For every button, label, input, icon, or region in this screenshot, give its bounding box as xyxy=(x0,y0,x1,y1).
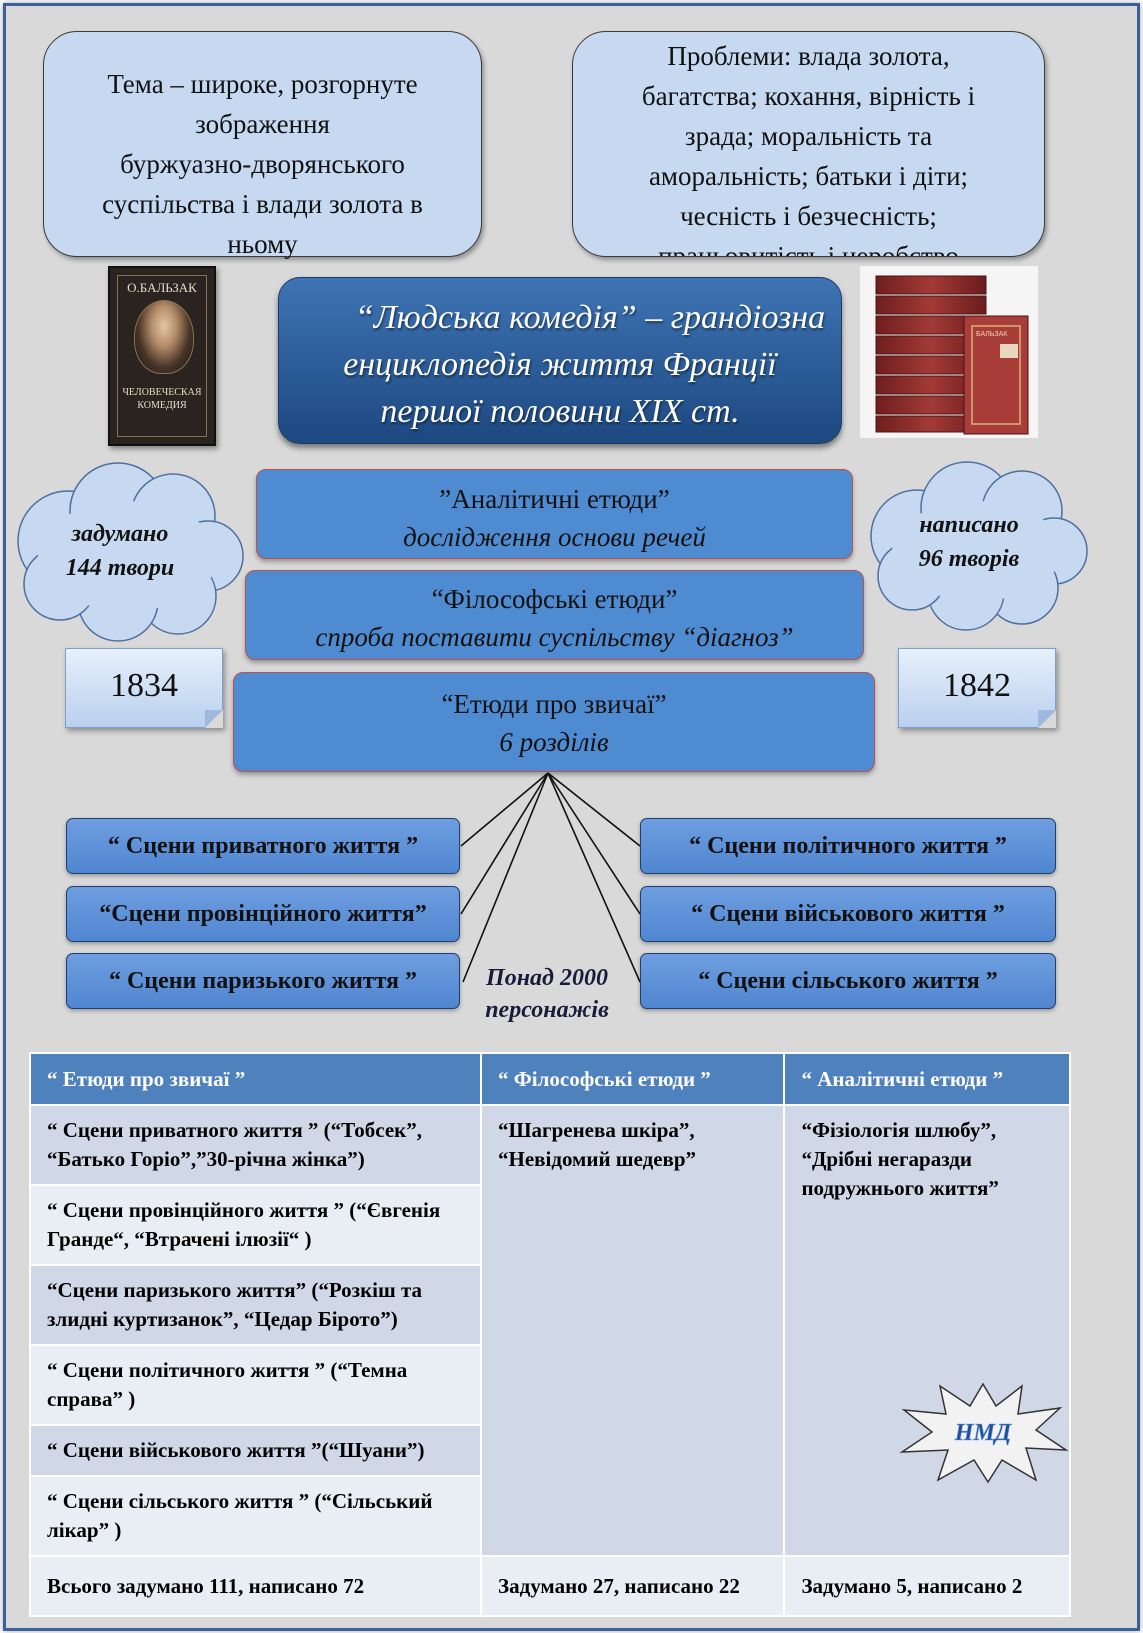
scene-label: “ Сцени політичного життя ” xyxy=(689,832,1007,859)
cloud-right-line1: написано xyxy=(919,512,1019,538)
book-title-line: КОМЕДИЯ xyxy=(137,400,187,411)
scene-label: “ Сцени військового життя ” xyxy=(691,900,1005,927)
table-cell: “ Сцени військового життя ”(“Шуани”) xyxy=(29,1424,482,1477)
table-header-row: “ Етюди про звичаї ” “ Філософські етюди… xyxy=(29,1052,1071,1106)
table-row: “ Сцени політичного життя ” (“Темна спра… xyxy=(29,1344,1070,1426)
book-cover-frame xyxy=(117,275,207,437)
table-header: “ Філософські етюди ” xyxy=(479,1052,786,1106)
table-header: “ Аналітичні етюди ” xyxy=(783,1052,1071,1106)
etude-analytic-name: ”Аналітичні етюди” xyxy=(439,484,670,514)
year-start-card: 1834 xyxy=(65,648,223,728)
book-author: О.БАЛЬЗАК xyxy=(127,280,197,295)
table-cell: “ Сцени політичного життя ” (“Темна спра… xyxy=(29,1344,482,1426)
year-start: 1834 xyxy=(110,667,178,704)
main-title-line: “Людська комедія” – грандіозна xyxy=(354,299,826,336)
problems-line: працьовитість і неробство xyxy=(658,241,959,257)
table-totals-row: Всього задумано 111, написано 72 Задуман… xyxy=(29,1555,1071,1617)
year-end: 1842 xyxy=(943,667,1011,704)
table-row: “ Сцени приватного життя ” (“Тобсек”, “Б… xyxy=(29,1104,1071,1557)
characters-line1: Понад 2000 xyxy=(486,965,608,991)
book-title-line: ЧЕЛОВЕЧЕСКАЯ xyxy=(122,387,202,398)
table-header: “ Етюди про звичаї ” xyxy=(29,1052,482,1106)
theme-line: суспільства і влади золота в xyxy=(102,189,423,219)
cloud-left-line1: задумано xyxy=(71,521,169,547)
front-book xyxy=(963,315,1029,435)
book-title: ЧЕЛОВЕЧЕСКАЯ КОМЕДИЯ xyxy=(110,386,214,412)
scene-label: “ Сцени сільського життя ” xyxy=(698,967,998,994)
main-title-box: “Людська комедія” – грандіозна енциклопе… xyxy=(278,277,842,444)
problems-bubble: Проблеми: влада золота, багатства; кохан… xyxy=(572,31,1045,257)
problems-line: чесність і безчесність; xyxy=(680,201,937,231)
etude-analytic: ”Аналітичні етюди” дослідження основи ре… xyxy=(256,469,853,559)
problems-line: зрада; моральність та xyxy=(684,121,933,151)
nmd-badge: НМД xyxy=(899,1382,1068,1484)
table-row: “ Сцени військового життя ”(“Шуани”) xyxy=(29,1424,1070,1477)
scene-label: “ Сцени паризького життя ” xyxy=(108,967,418,994)
theme-line: ньому xyxy=(227,229,298,259)
problems-line: багатства; кохання, вірність і xyxy=(641,81,976,111)
totals-cell: Всього задумано 111, написано 72 xyxy=(29,1555,482,1617)
characters-line2: персонажів xyxy=(485,997,609,1023)
scene-private: “ Сцени приватного життя ” xyxy=(66,818,460,874)
table-cell: “Сцени паризького життя” (“Розкіш та зли… xyxy=(29,1264,482,1346)
books-stack-image: БАЛЬЗАК xyxy=(860,266,1038,438)
page-fold xyxy=(205,710,223,728)
cloud-right xyxy=(870,461,1088,631)
problems-line: Проблеми: влада золота, xyxy=(667,41,950,71)
scene-parisian: “ Сцени паризького життя ” xyxy=(66,953,460,1009)
table-row: “Сцени паризького життя” (“Розкіш та зли… xyxy=(29,1264,1070,1346)
scene-political: “ Сцени політичного життя ” xyxy=(640,818,1056,874)
year-end-card: 1842 xyxy=(898,648,1056,728)
theme-bubble: Тема – широке, розгорнуте зображення бур… xyxy=(43,31,482,259)
philosophic-works-cell: “Шагренева шкіра”, “Невідомий шедевр” xyxy=(479,1104,786,1557)
etude-manners-desc: 6 розділів xyxy=(499,727,609,757)
book-spine-label: БАЛЬЗАК xyxy=(976,331,1008,338)
etude-philosophic-name: “Філософські етюди” xyxy=(431,584,678,614)
scene-military: “ Сцени військового життя ” xyxy=(640,886,1056,942)
theme-line: зображення xyxy=(195,109,330,139)
theme-line: буржуазно-дворянського xyxy=(120,149,405,179)
works-table: “ Етюди про звичаї ” “ Філософські етюди… xyxy=(29,1052,1071,1617)
main-title-line: першої половини ХІХ ст. xyxy=(380,393,740,430)
etude-analytic-desc: дослідження основи речей xyxy=(403,522,706,552)
problems-line: аморальність; батьки і діти; xyxy=(648,161,969,191)
table-cell: “ Сцени приватного життя ” (“Тобсек”, “Б… xyxy=(29,1104,482,1186)
characters-count: Понад 2000 персонажів xyxy=(462,962,632,1026)
book-portrait xyxy=(134,300,194,374)
etude-philosophic-desc: спроба поставити суспільству “діагноз” xyxy=(315,622,794,652)
book-spines xyxy=(875,275,987,433)
theme-line: Тема – широке, розгорнуте xyxy=(107,69,418,99)
page-fold xyxy=(1038,710,1056,728)
table-cell: “ Сцени сільського життя ” (“Сільський л… xyxy=(29,1475,482,1557)
badge-label: НМД xyxy=(954,1420,1013,1446)
cloud-left xyxy=(17,462,244,642)
cloud-right-text: написано 96 творів xyxy=(880,508,1058,576)
book-cover-image: О.БАЛЬЗАК ЧЕЛОВЕЧЕСКАЯ КОМЕДИЯ xyxy=(108,266,216,446)
table-row: “ Сцени провінційного життя ” (“Євгенія … xyxy=(29,1184,1070,1266)
cloud-right-line2: 96 творів xyxy=(918,546,1020,572)
etude-manners-name: “Етюди про звичаї” xyxy=(441,689,667,719)
totals-cell: Задумано 27, написано 22 xyxy=(479,1555,786,1617)
etude-manners: “Етюди про звичаї” 6 розділів xyxy=(233,672,875,772)
totals-cell: Задумано 5, написано 2 xyxy=(783,1555,1071,1617)
table-row: “ Сцени сільського життя ” (“Сільський л… xyxy=(29,1475,1070,1557)
scene-rural: “ Сцени сільського життя ” xyxy=(640,953,1056,1009)
cloud-left-text: задумано 144 твори xyxy=(30,517,210,585)
scene-label: “Сцени провінційного життя” xyxy=(99,900,427,927)
scene-provincial: “Сцени провінційного життя” xyxy=(66,886,460,942)
cloud-left-line2: 144 твори xyxy=(65,555,175,581)
table-cell: “ Сцени провінційного життя ” (“Євгенія … xyxy=(29,1184,482,1266)
etude-philosophic: “Філософські етюди” спроба поставити сус… xyxy=(245,570,864,660)
scene-label: “ Сцени приватного життя ” xyxy=(107,832,419,859)
main-title-line: енциклопедія життя Франції xyxy=(343,346,777,383)
analytic-works-cell: “Фізіологія шлюбу”, “Дрібні негаразди по… xyxy=(783,1104,1071,1557)
